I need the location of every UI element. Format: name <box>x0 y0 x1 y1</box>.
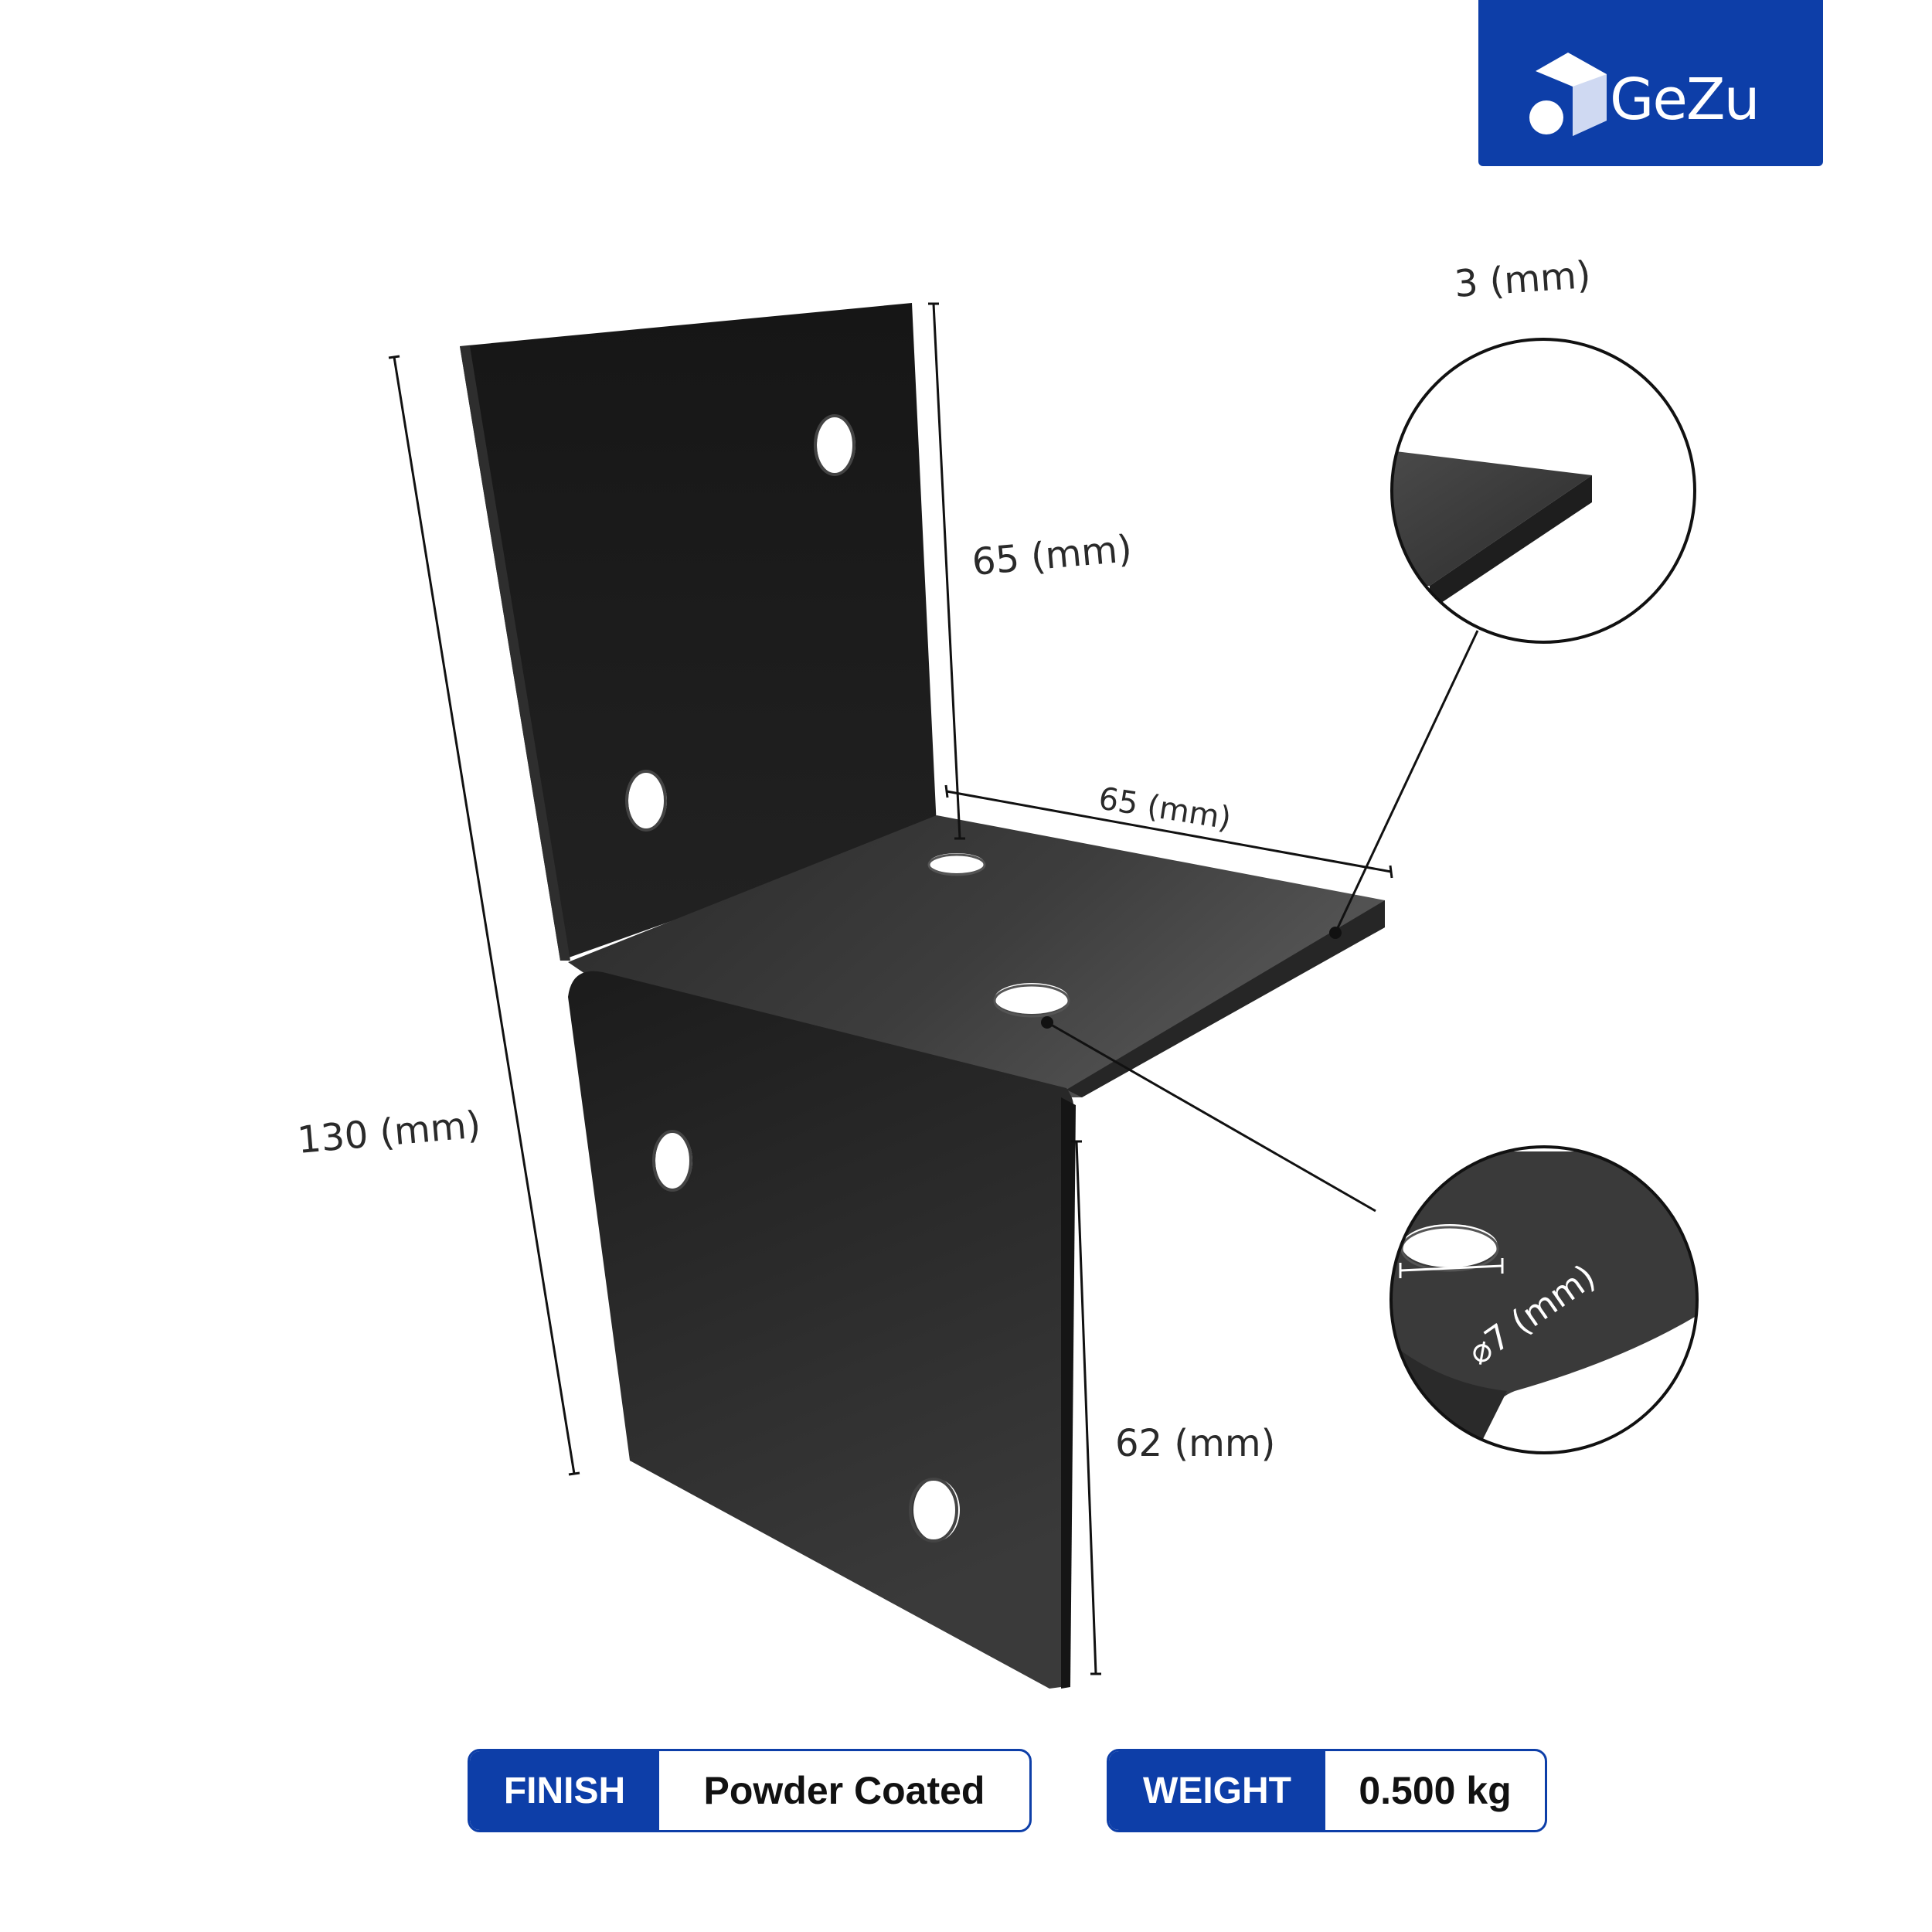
mounting-hole <box>929 853 985 873</box>
lower-plate <box>568 971 1076 1689</box>
brand-logo-icon <box>1529 53 1607 136</box>
mounting-hole <box>817 416 855 474</box>
weight-value: 0.500 kg <box>1359 1769 1512 1812</box>
mounting-hole <box>995 983 1069 1014</box>
mounting-hole <box>913 1479 960 1541</box>
brand-name: GeZu <box>1610 66 1760 133</box>
brand-logo: GeZu <box>1478 0 1823 166</box>
finish-key: FINISH <box>470 1751 659 1830</box>
weight-badge: WEIGHT 0.500 kg <box>1107 1749 1547 1832</box>
lower-height-label: 62 (mm) <box>1115 1422 1276 1465</box>
mounting-hole <box>655 1131 692 1190</box>
mounting-hole <box>628 771 667 830</box>
finish-value: Powder Coated <box>703 1769 985 1812</box>
top-plate <box>568 815 1385 1097</box>
finish-badge: FINISH Powder Coated <box>468 1749 1032 1832</box>
weight-key: WEIGHT <box>1109 1751 1325 1830</box>
upper-plate <box>460 303 937 961</box>
dimension-lines <box>388 302 1479 1675</box>
thickness-detail <box>1390 338 1696 644</box>
